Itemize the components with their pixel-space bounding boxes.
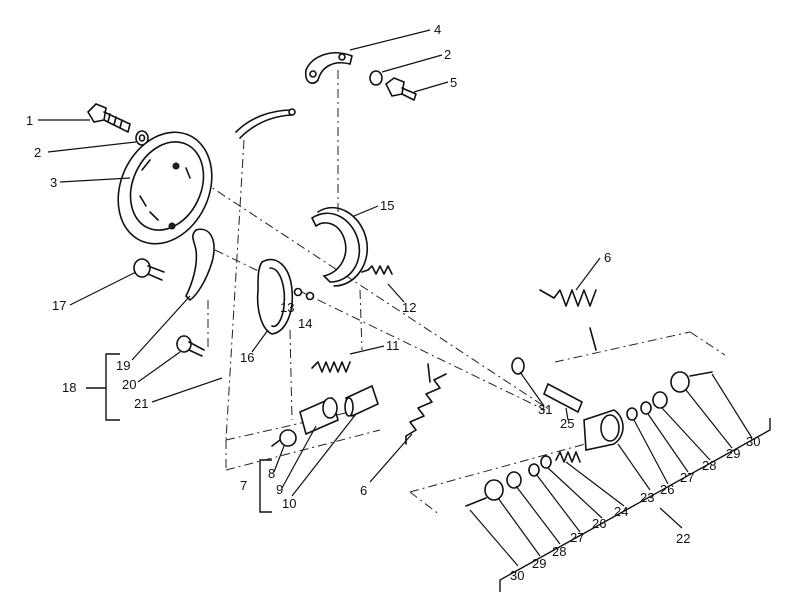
part-17-pin bbox=[133, 258, 165, 281]
bracket-7 bbox=[259, 459, 272, 513]
callout-29: 29 bbox=[532, 556, 546, 571]
callout-2: 2 bbox=[444, 47, 451, 62]
part-12-spring bbox=[361, 265, 393, 275]
callout-23: 23 bbox=[640, 490, 654, 505]
part-11-spring bbox=[311, 361, 351, 373]
callout-15: 15 bbox=[380, 198, 394, 213]
bracket-22 bbox=[499, 418, 771, 592]
callout-1: 1 bbox=[26, 113, 33, 128]
callout-6: 6 bbox=[604, 250, 611, 265]
cylinder-seals-upper bbox=[626, 371, 713, 421]
callout-10: 10 bbox=[282, 496, 296, 511]
part-24-spring bbox=[555, 451, 581, 463]
callout-26: 26 bbox=[660, 482, 674, 497]
part-10-cylinder-piece bbox=[344, 384, 379, 418]
centre-lines bbox=[169, 70, 726, 516]
part-20-pin bbox=[176, 335, 205, 357]
callout-30: 30 bbox=[510, 568, 524, 583]
part-3-backing-plate bbox=[117, 131, 213, 245]
callout-16: 16 bbox=[240, 350, 254, 365]
callout-21: 21 bbox=[134, 396, 148, 411]
part-6-spring-lower bbox=[405, 363, 447, 445]
callout-2: 2 bbox=[34, 145, 41, 160]
callout-31: 31 bbox=[538, 402, 552, 417]
callout-3: 3 bbox=[50, 175, 57, 190]
part-13-14-clips bbox=[293, 287, 315, 301]
part-15-brake-shoe bbox=[310, 206, 369, 287]
part-4-lever bbox=[304, 52, 353, 84]
callout-9: 9 bbox=[276, 482, 283, 497]
callout-26: 26 bbox=[592, 516, 606, 531]
callout-14: 14 bbox=[298, 316, 312, 331]
part-2-washer-right bbox=[369, 70, 383, 86]
part-2-washer-left bbox=[135, 130, 149, 146]
part-19-lever bbox=[185, 228, 215, 302]
callout-28: 28 bbox=[702, 458, 716, 473]
callout-labels: 1 2 2 3 4 5 6 6 7 8 9 10 11 12 13 14 15 … bbox=[26, 22, 760, 583]
leader-lines bbox=[38, 29, 753, 567]
callout-27: 27 bbox=[680, 470, 694, 485]
part-6-spring-upper bbox=[539, 289, 597, 351]
callout-13: 13 bbox=[280, 300, 294, 315]
callout-27: 27 bbox=[570, 530, 584, 545]
callout-7: 7 bbox=[240, 478, 247, 493]
callout-8: 8 bbox=[268, 466, 275, 481]
part-8-nozzle bbox=[271, 429, 297, 447]
part-16-brake-shoe bbox=[256, 258, 294, 335]
part-25-bleeder bbox=[542, 382, 584, 414]
callout-12: 12 bbox=[402, 300, 416, 315]
part-21-rod bbox=[235, 108, 296, 139]
callout-25: 25 bbox=[560, 416, 574, 431]
callout-20: 20 bbox=[122, 377, 136, 392]
callout-4: 4 bbox=[434, 22, 441, 37]
callout-6: 6 bbox=[360, 483, 367, 498]
part-23-wheel-cylinder bbox=[583, 409, 624, 451]
callout-28: 28 bbox=[552, 544, 566, 559]
callout-24: 24 bbox=[614, 504, 628, 519]
callout-30: 30 bbox=[746, 434, 760, 449]
callout-11: 11 bbox=[386, 338, 400, 353]
cylinder-seals-lower bbox=[465, 455, 552, 507]
part-5-bolt bbox=[384, 77, 417, 101]
callout-29: 29 bbox=[726, 446, 740, 461]
bracket-18 bbox=[86, 353, 120, 421]
part-31-spring-cap bbox=[511, 357, 525, 375]
callout-17: 17 bbox=[52, 298, 66, 313]
callout-22: 22 bbox=[676, 531, 690, 546]
part-1-bolt bbox=[86, 103, 131, 133]
callout-19: 19 bbox=[116, 358, 130, 373]
callout-18: 18 bbox=[62, 380, 76, 395]
part-9-adjuster bbox=[299, 396, 339, 436]
callout-5: 5 bbox=[450, 75, 457, 90]
